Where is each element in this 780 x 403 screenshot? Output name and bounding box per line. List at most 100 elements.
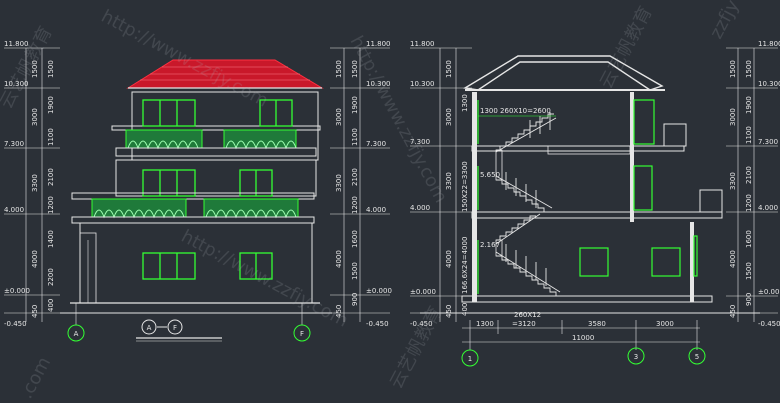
bottom-dim-total: 11000 [572, 334, 594, 342]
axis-bubble-1 [461, 349, 479, 367]
elev-right-level-1: 11.800 [366, 40, 391, 48]
elev-left-dim-1: 1500 [31, 60, 39, 78]
elev-right-level-3: 7.300 [366, 140, 386, 148]
sec-left-level-1: 11.800 [410, 40, 435, 48]
third-floor-balustrade-right [223, 129, 297, 150]
sec-right-inner-7: 1500 [745, 262, 753, 280]
bottom-dim-3: 3580 [588, 320, 606, 328]
elev-right-dim-5: 450 [335, 305, 343, 318]
sec-left-level-3: 7.300 [410, 138, 430, 146]
axis-bubble-5 [688, 347, 706, 365]
slab-third [471, 145, 685, 152]
elev-right-inner-4: 2100 [351, 168, 359, 186]
stair-top-dim: 1300 260X10=2600 [480, 107, 551, 115]
ground-floor-windows [142, 252, 273, 280]
elev-right-inner-6: 1600 [351, 230, 359, 248]
elev-left-level-2: 10.300 [4, 80, 29, 88]
sec-right-dim-4: 4000 [729, 250, 737, 268]
axis-bubble-a [67, 324, 85, 342]
elevation-left-dimension-lines [4, 47, 60, 322]
sec-left-inner-1: 1300 [461, 94, 469, 112]
sec-right-level-5: ±0.000 [758, 288, 780, 296]
elev-left-inner-6: 1400 [47, 230, 55, 248]
section-stairs [495, 112, 561, 296]
elevation-right-dimension-lines [330, 47, 390, 322]
elev-right-dim-3: 3300 [335, 174, 343, 192]
sec-left-level-5: ±0.000 [410, 288, 436, 296]
sec-right-level-3: 7.300 [758, 138, 778, 146]
section-right-wall [690, 222, 694, 302]
landing-level-2: 2.167 [480, 241, 500, 249]
axis-bubble-3 [627, 347, 645, 365]
watermark-url-3: http://www.zzfjy.com [178, 226, 352, 332]
watermark-brand-2: 云艺帆教育 [596, 3, 657, 92]
building-section: 1300 260X10=2600 5.650 2.167 11.800 10.3… [410, 40, 780, 367]
elev-left-level-6: -0.450 [4, 320, 27, 328]
section-left-dimension-lines [410, 47, 472, 322]
elev-left-level-4: 4.000 [4, 206, 24, 214]
sec-right-level-4: 4.000 [758, 204, 778, 212]
elev-left-inner-5: 1200 [47, 196, 55, 214]
section-inner-wall [630, 92, 634, 222]
elev-left-inner-7: 2200 [47, 268, 55, 286]
sec-right-inner-1: 1500 [745, 60, 753, 78]
sec-left-level-2: 10.300 [410, 80, 435, 88]
watermark-url-4: zzfjy [706, 0, 744, 42]
sec-right-level-1: 11.800 [758, 40, 780, 48]
title-label-a: A [147, 324, 152, 332]
sec-left-inner-4: 400 [461, 303, 469, 316]
sec-right-dim-5: 450 [729, 305, 737, 318]
front-elevation: A F A F 11.800 10.300 7.300 4.000 ±0.000… [4, 40, 392, 342]
elev-right-dim-1: 1500 [335, 60, 343, 78]
axis-label-f: F [300, 330, 304, 338]
bottom-dim-1: 1300 [476, 320, 494, 328]
sec-right-inner-3: 1100 [745, 126, 753, 144]
elev-left-inner-4: 2100 [47, 168, 55, 186]
sec-right-level-6: -0.450 [758, 320, 780, 328]
elev-right-level-6: -0.450 [366, 320, 389, 328]
watermark-url-1: http://www.zzfjy.com [98, 6, 272, 112]
roof-tiles [140, 66, 310, 81]
landing-level-1: 5.650 [480, 171, 500, 179]
elev-right-dim-4: 4000 [335, 250, 343, 268]
elev-right-inner-7: 1500 [351, 262, 359, 280]
sec-right-dim-2: 3000 [729, 108, 737, 126]
axis-label-3: 3 [634, 353, 638, 361]
elev-left-inner-8: 400 [47, 299, 55, 312]
bottom-dim-2b: =3120 [512, 320, 536, 328]
sec-left-dim-1: 1500 [445, 60, 453, 78]
elev-left-dim-2: 3000 [31, 108, 39, 126]
elev-right-level-5: ±0.000 [366, 287, 392, 295]
sec-right-inner-8: 900 [745, 293, 753, 306]
sec-left-dim-4: 4000 [445, 250, 453, 268]
elev-left-level-1: 11.800 [4, 40, 29, 48]
slab-second [471, 211, 723, 219]
elev-right-dim-2: 3000 [335, 108, 343, 126]
sec-left-dim-3: 3300 [445, 172, 453, 190]
title-bubble-a [141, 319, 157, 335]
sec-left-level-4: 4.000 [410, 204, 430, 212]
sec-left-dim-5: 450 [445, 305, 453, 318]
elev-left-level-5: ±0.000 [4, 287, 30, 295]
elev-right-level-4: 4.000 [366, 206, 386, 214]
sec-right-inner-5: 1200 [745, 194, 753, 212]
axis-label-1: 1 [468, 355, 472, 363]
slab-ground [461, 295, 713, 303]
elev-left-inner-1: 1500 [47, 60, 55, 78]
axis-label-a: A [74, 330, 79, 338]
title-label-f: F [173, 324, 177, 332]
elev-right-inner-2: 1900 [351, 96, 359, 114]
elev-right-inner-1: 1500 [351, 60, 359, 78]
third-floor-windows [142, 99, 293, 127]
axis-label-5: 5 [695, 353, 699, 361]
sec-left-level-6: -0.450 [410, 320, 433, 328]
elev-left-inner-2: 1900 [47, 96, 55, 114]
elev-right-inner-3: 1100 [351, 128, 359, 146]
second-floor-balustrade-right [203, 198, 299, 219]
section-roof [462, 55, 664, 91]
bottom-dim-2a: 260X12 [514, 311, 541, 319]
elev-right-inner-8: 900 [351, 293, 359, 306]
third-floor-balustrade-left [125, 129, 203, 150]
watermark-brand-3: 云艺帆教育 [386, 303, 447, 392]
section-bottom-dimension-lines [462, 320, 700, 350]
